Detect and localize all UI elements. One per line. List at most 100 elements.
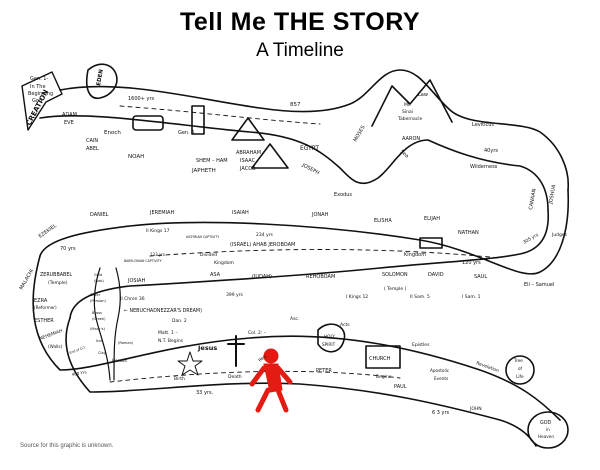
lbl-sam5: II Sam. 5 [410, 294, 430, 300]
walker-figure [249, 348, 293, 413]
lbl-judges: Judges [551, 232, 568, 238]
lbl-133yrs: 133 yrs [150, 252, 165, 257]
lbl-rehoboam: REHOBOAM [306, 274, 335, 280]
lbl-399yrs: 399 yrs [226, 292, 244, 298]
lbl-john: JOHN [469, 406, 482, 412]
lbl-abel: ABEL [86, 146, 99, 152]
lbl-babylonian: BABYLONIAN CAPTIVITY [124, 259, 162, 263]
lbl-epistles: Epistles [412, 342, 430, 348]
lbl-exodus: Exodus [334, 192, 352, 198]
lbl-33yrs: 33 yrs. [196, 390, 214, 396]
egypt-pyramid [251, 143, 289, 169]
creation-arrow [21, 71, 63, 131]
lbl-brass-0: Brass [92, 311, 102, 315]
lbl-eden: EDEN [96, 68, 105, 86]
lbl-col2: Col. 2: – [248, 330, 267, 336]
dream-statue [93, 267, 111, 381]
lbl-sam1: I Sam. 1 [462, 294, 481, 300]
lbl-esther: ESTHER [34, 318, 54, 324]
noah-ark [132, 115, 164, 131]
road-row1-bottom [39, 115, 549, 211]
page-title: Tell Me THE STORY [179, 8, 421, 36]
lbl-end-ot: End of O.T. [69, 345, 86, 355]
lbl-neb-dream: ← NEBUCHADNEZZAR'S DREAM) [124, 308, 202, 314]
lbl-aaron: AARON [402, 136, 420, 142]
road-row2-bottom [69, 209, 549, 319]
lbl-leviticus: Leviticus [472, 122, 494, 128]
lbl-asa: ASA [210, 272, 221, 278]
source-note: Source for this graphic is unknown. [20, 443, 114, 449]
lbl-zerubbabel-1: (Temple) [48, 280, 68, 286]
tree-of-life [505, 355, 535, 385]
lbl-400yrs: 400 Yrs [71, 369, 87, 377]
lbl-god-heaven-1: in [546, 427, 550, 432]
lbl-kings17: II Kings 17 [146, 228, 170, 234]
lbl-eve: EVE [64, 120, 74, 126]
lbl-malachi: MALACHI [19, 268, 36, 291]
church-building [365, 345, 401, 369]
holy-spirit-flame [317, 323, 346, 353]
lbl-res: Res. [257, 353, 268, 364]
dream-statue-2 [113, 267, 121, 381]
lbl-wilderness: Wilderness [470, 164, 498, 170]
lbl-305yrs: 305 yrs [522, 232, 540, 246]
lbl-jonah: JONAH [311, 212, 329, 218]
tent [231, 117, 265, 141]
lbl-120yrs: 120 yrs [462, 260, 481, 266]
lbl-death: Death [228, 374, 242, 380]
page-subtitle: A Timeline [256, 40, 344, 61]
road-row3-top [32, 255, 561, 421]
lane-row3 [109, 370, 401, 383]
lbl-sinai-1: Sinai [402, 109, 413, 115]
sinai-mountain [371, 79, 453, 127]
lbl-god-heaven-2: Heaven [538, 434, 554, 439]
lbl-ezra-1: (Reformer) [34, 305, 57, 310]
lbl-nehemiah-0: NEHEMIAH [39, 328, 64, 342]
lbl-joseph: JOSEPH [300, 162, 320, 177]
lbl-cain: CAIN [86, 138, 98, 144]
lbl-sea: Sea [399, 149, 410, 160]
lbl-daniel: DANIEL [90, 212, 109, 218]
lbl-tree-2: Life [516, 374, 524, 379]
lbl-begins: Begins [376, 374, 392, 380]
lbl-beginning-2: God [32, 98, 42, 104]
cross-icon [227, 335, 245, 367]
lbl-kings12: I Kings 12 [346, 294, 368, 300]
lbl-silver-0: Silver [90, 293, 101, 297]
lbl-japheth: JAPHETH [191, 168, 216, 174]
lbl-nathan: NATHAN [458, 230, 479, 236]
lbl-josiah: JOSIAH [127, 278, 145, 284]
lbl-saul: SAUL [474, 274, 487, 280]
lbl-noah: NOAH [128, 154, 144, 160]
lbl-holy-spirit-0: HOLY [324, 334, 335, 339]
lbl-857: 857 [290, 102, 301, 108]
lbl-chron36: II Chron 36 [120, 296, 145, 302]
lbl-dan2: Dan. 2 [172, 318, 187, 324]
lbl-solomon: SOLOMON [382, 272, 408, 278]
lbl-macc: (Macc's) [90, 327, 106, 331]
lbl-elijah: ELIJAH [424, 216, 440, 222]
lbl-asc: Asc. [290, 316, 299, 322]
lbl-nt-begins: N.T. Begins [158, 338, 184, 344]
lbl-adam: ADAM [62, 112, 77, 118]
lbl-isaiah: ISAIAH [232, 210, 249, 216]
road-row2-top [39, 189, 570, 275]
lbl-nehemiah-1: (Walls) [48, 344, 63, 349]
lbl-ezekiel: EZEKIEL [38, 223, 58, 240]
walker-limbs [249, 365, 293, 413]
babel-tower [191, 105, 205, 135]
lbl-paul: PAUL [394, 384, 407, 390]
lbl-law: Law [418, 92, 428, 98]
lbl-elisha: ELISHA [374, 218, 392, 224]
road-row3-bottom [65, 317, 537, 447]
lbl-gen6: Gen. 6 [178, 130, 194, 136]
lbl-shem-ham: SHEM – HAM [196, 158, 228, 164]
lbl-gold-1: (Bab) [94, 279, 104, 283]
lbl-gold-0: Gold [94, 273, 102, 277]
lbl-silver-1: (Persian) [90, 299, 106, 303]
road-row1-top [59, 69, 570, 191]
lbl-jesus: Jesus [197, 344, 217, 352]
lbl-kingdom-div: Kingdom [214, 260, 234, 266]
lbl-herods: Herods [112, 358, 127, 363]
